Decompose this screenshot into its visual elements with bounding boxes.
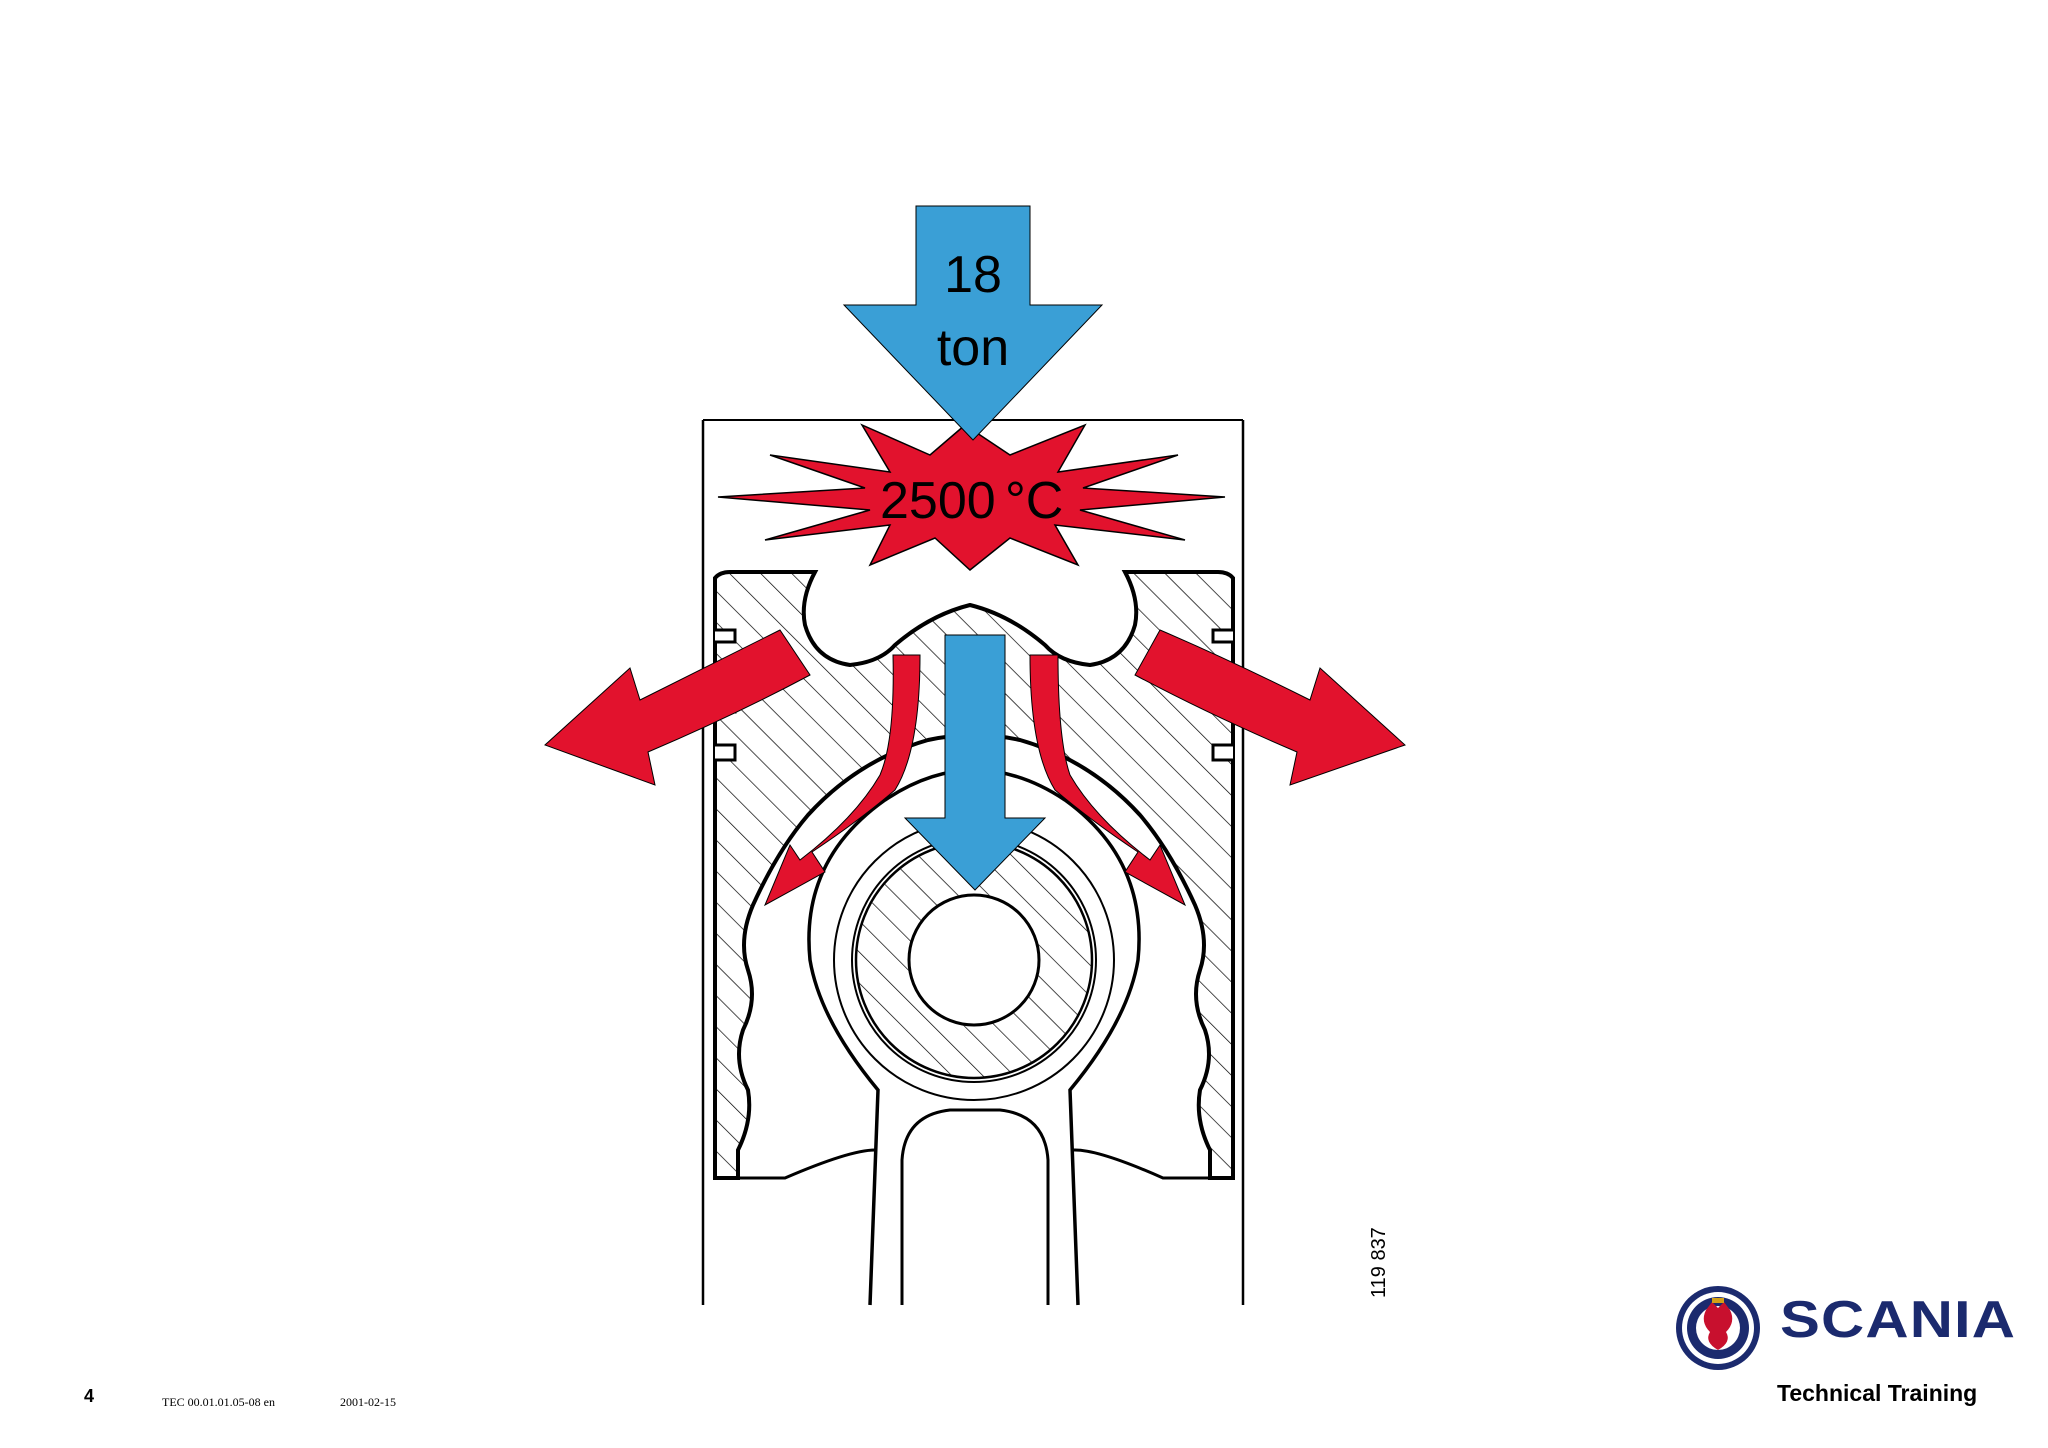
scania-griffin-logo-icon	[1676, 1286, 1760, 1370]
heat-arrow-right	[1134, 629, 1406, 786]
heat-arrow-left	[544, 629, 811, 786]
figure-number: 119 837	[1368, 1227, 1390, 1298]
heat-arrow-inner-left	[763, 654, 921, 907]
connecting-rod	[807, 768, 1141, 1306]
scania-wordmark: SCANIA	[1780, 1291, 2017, 1349]
force-value: 18	[944, 246, 1002, 304]
force-transfer-arrow	[903, 634, 1047, 891]
document-date: 2001-02-15	[340, 1395, 396, 1409]
heat-arrow-inner-right	[1029, 654, 1187, 907]
document-code: TEC 00.01.01.05-08 en	[162, 1395, 275, 1409]
temperature-value: 2500	[880, 472, 996, 530]
page-number: 4	[84, 1386, 95, 1406]
temperature-unit: °C	[1005, 472, 1063, 530]
technical-training-tagline: Technical Training	[1777, 1380, 1978, 1406]
force-arrow	[842, 205, 1104, 441]
combustion-burst	[717, 423, 1226, 571]
force-unit: ton	[937, 319, 1009, 377]
